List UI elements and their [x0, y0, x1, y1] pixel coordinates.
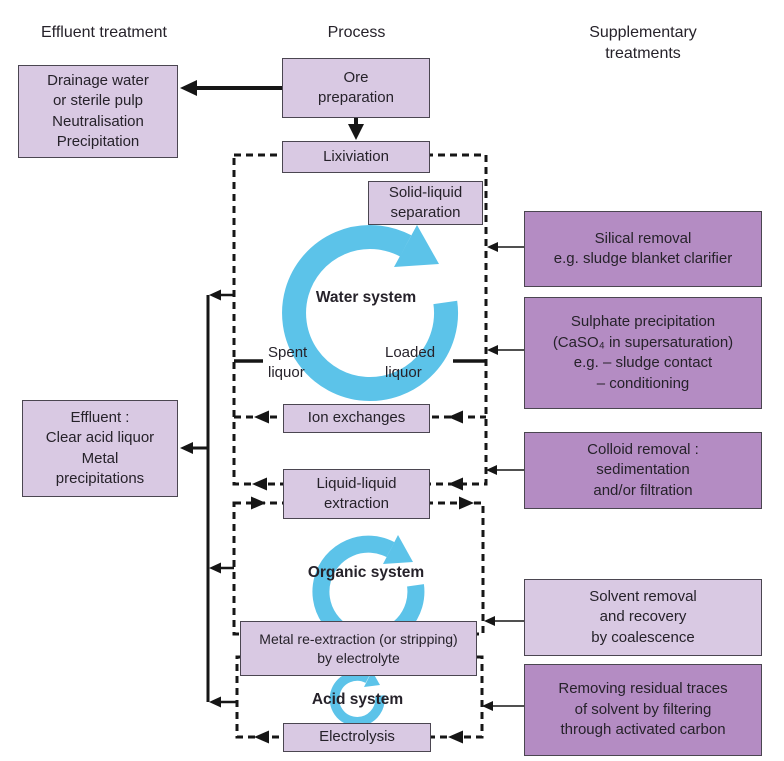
solvent-removal-box: Solvent removal and recovery by coalesce…: [524, 579, 762, 656]
sulphate-precipitation-box: Sulphate precipitation (CaSO₄ in supersa…: [524, 297, 762, 409]
extraction-upper-arrows: [252, 477, 463, 491]
ore-to-lixiviation-arrow: [348, 118, 364, 140]
electrolysis-box: Electrolysis: [283, 723, 431, 752]
organic-system-label: Organic system: [307, 564, 425, 581]
extraction-lower-arrows: [251, 496, 474, 510]
ore-to-drainage-arrow: [180, 80, 282, 96]
water-system-label: Water system: [315, 289, 417, 306]
colloid-removal-box: Colloid removal : sedimentation and/or f…: [524, 432, 762, 509]
colloid-arrow: [486, 465, 524, 475]
solvent-arrow: [484, 616, 524, 626]
acid-system-label: Acid system: [311, 691, 404, 708]
acid-loop-icon: [329, 671, 385, 727]
ore-preparation-box: Ore preparation: [282, 58, 430, 118]
ion-exchanges-box: Ion exchanges: [283, 404, 430, 433]
removing-arrow: [482, 701, 524, 711]
drainage-water-box: Drainage water or sterile pulp Neutralis…: [18, 65, 178, 158]
metal-reextraction-box: Metal re-extraction (or stripping) by el…: [240, 621, 477, 676]
loaded-liquor-label: Loaded liquor: [385, 344, 436, 381]
ion-exchange-connectors: [234, 410, 486, 424]
removing-residual-traces-box: Removing residual traces of solvent by f…: [524, 664, 762, 756]
solid-liquid-separation-box: Solid-liquid separation: [368, 181, 483, 225]
silical-arrow: [487, 242, 524, 252]
effluent-box: Effluent : Clear acid liquor Metal preci…: [22, 400, 178, 497]
spent-liquor-label: Spent liquor: [268, 344, 308, 381]
water-loop-icon: [282, 225, 458, 402]
electrolysis-arrows: [254, 730, 463, 744]
effluent-treatment-header: Effluent treatment: [41, 24, 167, 41]
lixiviation-box: Lixiviation: [282, 141, 430, 173]
liquid-liquid-extraction-box: Liquid-liquid extraction: [283, 469, 430, 519]
silical-removal-box: Silical removal e.g. sludge blanket clar…: [524, 211, 762, 287]
supplementary-treatments-header: Supplementary treatments: [589, 24, 697, 62]
effluent-collection-line: [180, 289, 237, 708]
sulphate-arrow: [487, 345, 524, 355]
process-header: Process: [327, 24, 386, 41]
